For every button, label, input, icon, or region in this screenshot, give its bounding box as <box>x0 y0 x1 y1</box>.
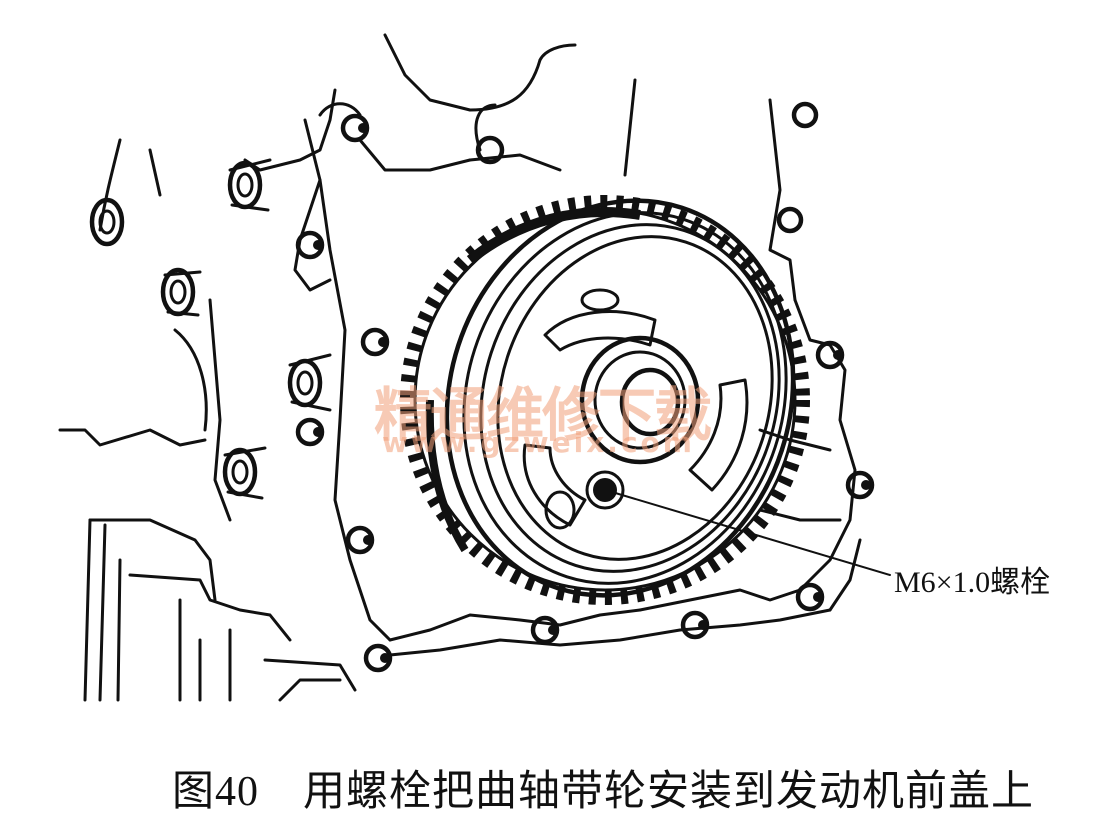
callout-leader-line <box>611 491 891 576</box>
figure-caption: 图40 用螺栓把曲轴带轮安装到发动机前盖上 <box>172 757 1034 818</box>
front-cover-outline <box>293 102 862 657</box>
watermark-text: 精通维修下载 <box>374 381 712 449</box>
crankshaft-pulley <box>400 195 810 605</box>
caption-figure-number: 图40 <box>172 769 260 815</box>
cover-bolt-heads <box>295 101 875 673</box>
m6-bolt <box>593 478 617 502</box>
bolt-callout-label: M6×1.0螺栓 <box>894 566 1051 599</box>
watermark-url: www.gzweix.com <box>382 426 695 459</box>
boss-bolts-left <box>89 158 332 500</box>
caption-text: 用螺栓把曲轴带轮安装到发动机前盖上 <box>303 769 1035 815</box>
